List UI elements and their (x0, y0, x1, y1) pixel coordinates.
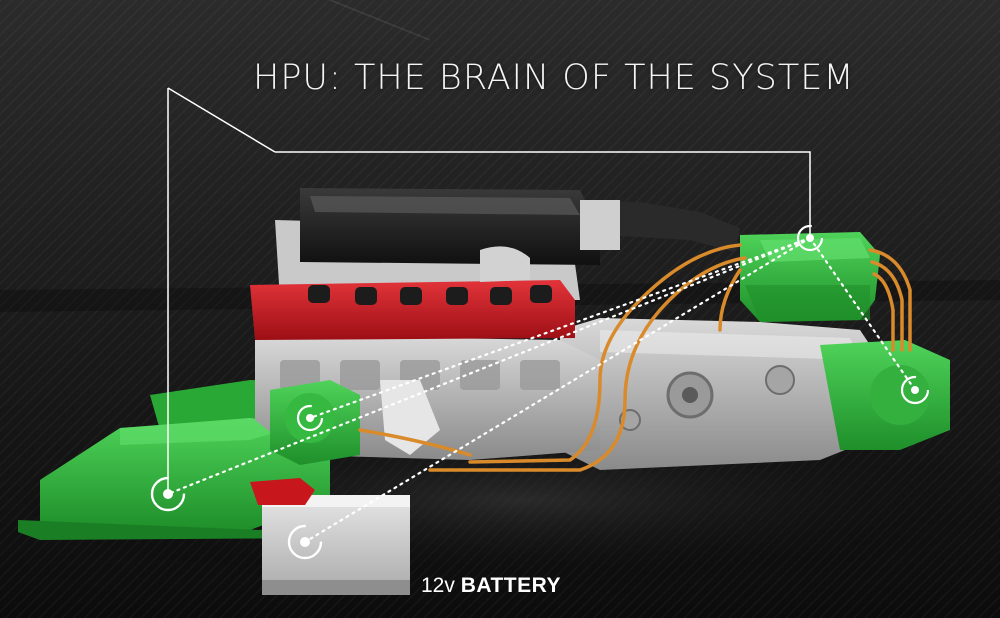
callout-lines (166, 87, 917, 544)
battery-label-main: BATTERY (460, 574, 562, 597)
battery-label-prefix: 12v (421, 574, 455, 597)
engine-block (250, 188, 740, 460)
page-title: HPU: THE BRAIN OF THE SYSTEM (253, 58, 855, 98)
callout-target-icon (900, 375, 930, 405)
callout-target-icon (287, 524, 323, 560)
transmission (560, 318, 950, 470)
hydraulic-lines (358, 243, 912, 472)
callout-target-icon (150, 476, 186, 512)
callout-target-icon (296, 404, 324, 432)
callout-target-icon (796, 224, 824, 252)
battery-label: 12v BATTERY (421, 574, 561, 598)
hpu-unit (740, 232, 880, 322)
12v-battery (250, 478, 410, 595)
